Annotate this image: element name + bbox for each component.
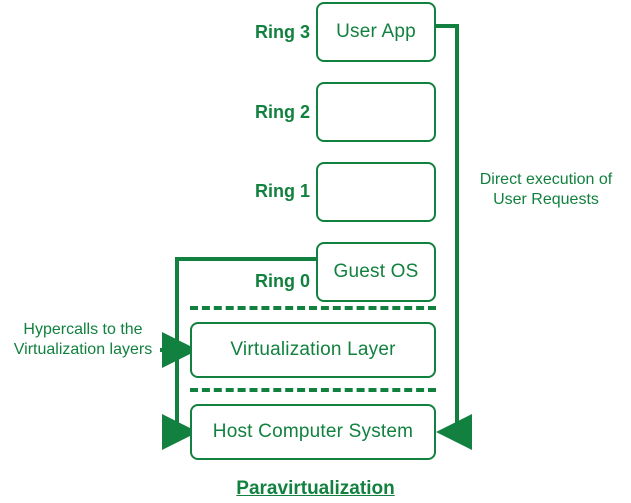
direct-execution-label: Direct execution of User Requests: [479, 171, 613, 208]
virtualization-layer-box: Virtualization Layer: [190, 322, 436, 378]
direct-execution-path: [436, 24, 472, 450]
hypercalls-label: Hypercalls to the Virtualization layers: [13, 321, 153, 358]
ring3-box-user-app: User App: [316, 2, 436, 62]
ring-label-1: Ring 1: [254, 181, 310, 201]
dashed-separator-upper: [190, 306, 436, 310]
ring-label-3: Ring 3: [254, 22, 310, 42]
ring0-box-guest-os: Guest OS: [316, 242, 436, 302]
ring-label-0: Ring 0: [254, 271, 310, 291]
dashed-separator-lower: [190, 388, 436, 392]
diagram-title: Paravirtualization: [236, 478, 395, 499]
ring1-box: [316, 162, 436, 222]
ring2-box: [316, 82, 436, 142]
host-computer-system-box: Host Computer System: [190, 404, 436, 460]
ring-label-2: Ring 2: [254, 102, 310, 122]
